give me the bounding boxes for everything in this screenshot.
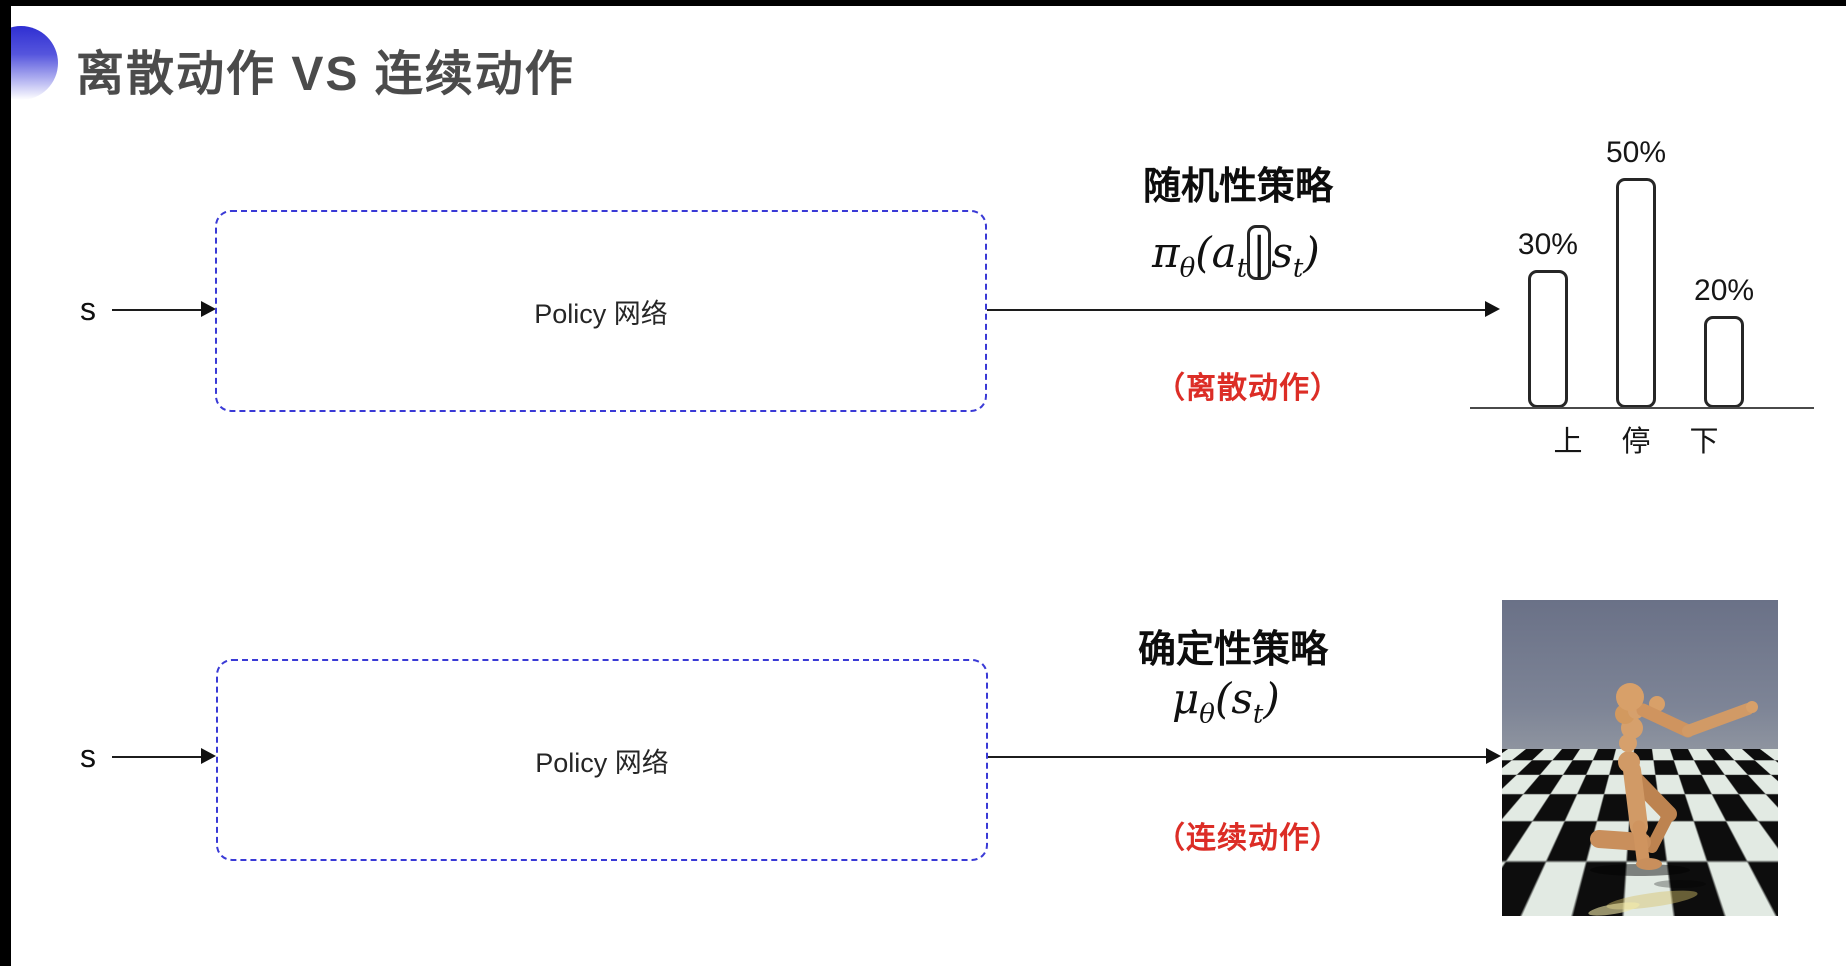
category-label-stop: 停 <box>1621 426 1651 458</box>
category-label-down: 下 <box>1689 426 1719 458</box>
formula-subscript: t <box>1292 253 1304 284</box>
stochastic-policy-title: 随机性策略 <box>1143 166 1334 208</box>
formula-part: | <box>1247 225 1272 280</box>
formula-part: (a <box>1195 228 1237 277</box>
action-probability-chart: 30% 50% 20% 上 停 下 <box>1470 100 1816 472</box>
formula-symbol: π <box>1152 228 1180 277</box>
arrow-head-icon <box>201 748 216 764</box>
bar-down <box>1704 316 1745 408</box>
policy-network-box-top: Policy 网络 <box>215 210 987 412</box>
category-label-up: 上 <box>1553 426 1583 458</box>
bar-stop <box>1615 178 1656 408</box>
policy-network-label-bottom: Policy 网络 <box>535 747 669 778</box>
state-input-label-top: s <box>80 291 96 327</box>
chart-category-labels: 上 停 下 <box>1470 418 1802 460</box>
formula-subscript: θ <box>1199 699 1215 730</box>
screen-edge-top <box>0 0 1846 6</box>
policy-network-label-top: Policy 网络 <box>534 298 668 329</box>
chart-bars: 30% 50% 20% <box>1470 100 1802 408</box>
formula-subscript: θ <box>1179 253 1196 284</box>
bar-column-up: 30% <box>1518 228 1578 408</box>
formula-part: (s <box>1214 674 1253 723</box>
policy-network-box-bottom: Policy 网络 <box>216 659 988 861</box>
formula-part: s <box>1271 228 1293 277</box>
formula-subscript: t <box>1252 699 1264 730</box>
deterministic-policy-title: 确定性策略 <box>1138 629 1329 671</box>
humanoid-simulation-image <box>1502 600 1778 916</box>
continuous-action-note: （连续动作） <box>1155 822 1341 855</box>
bar-value-label: 20% <box>1694 274 1755 307</box>
humanoid-robot-figure <box>1588 683 1758 916</box>
bar-value-label: 30% <box>1517 228 1578 261</box>
screen-edge-left <box>0 0 11 966</box>
formula-part: ) <box>1263 674 1280 723</box>
bar-column-stop: 50% <box>1606 136 1666 408</box>
state-input-label-bottom: s <box>80 738 96 774</box>
arrow-line <box>987 309 1487 311</box>
chart-baseline <box>1470 407 1814 409</box>
arrow-line <box>988 756 1488 758</box>
arrow-head-icon <box>201 301 216 317</box>
page-title: 离散动作 VS 连续动作 <box>76 48 575 101</box>
arrow-line <box>112 756 204 758</box>
discrete-action-note: （离散动作） <box>1155 372 1341 405</box>
arrow-line <box>112 309 204 311</box>
formula-part: ) <box>1303 228 1320 277</box>
formula-symbol: μ <box>1172 674 1200 723</box>
bar-column-down: 20% <box>1694 274 1754 408</box>
arrow-head-icon <box>1486 748 1501 764</box>
bar-up <box>1527 270 1568 408</box>
formula-subscript: t <box>1236 253 1248 284</box>
deterministic-policy-formula: μθ(st) <box>1172 674 1280 729</box>
stochastic-policy-formula: πθ(at|st) <box>1152 225 1320 284</box>
bar-value-label: 50% <box>1605 136 1667 169</box>
arrow-head-icon <box>1485 301 1500 317</box>
